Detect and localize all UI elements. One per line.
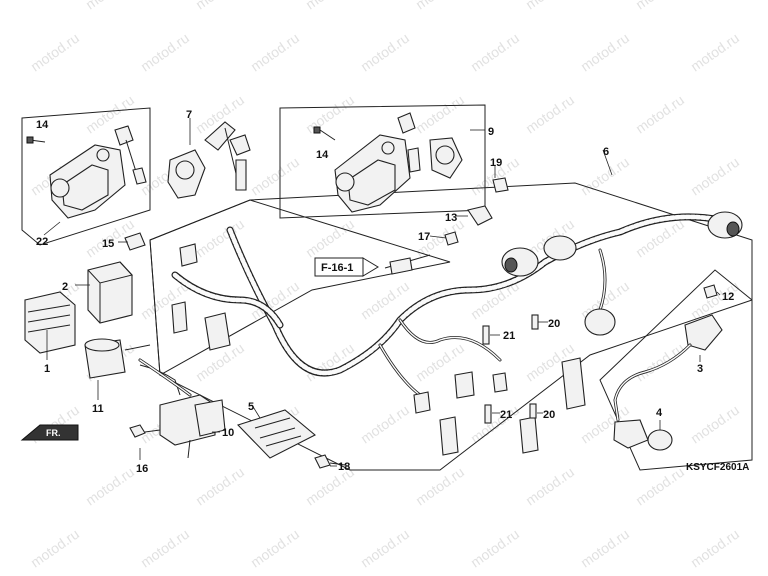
ignition-switch-assembly-22: [26, 125, 147, 219]
fuse-box-5: [236, 409, 316, 459]
watermark-text: motod.ru: [578, 30, 632, 75]
group-frame-22: [21, 107, 151, 246]
watermark-text: motod.ru: [83, 0, 137, 12]
watermark-text: motod.ru: [523, 464, 577, 509]
watermark-text: motod.ru: [358, 30, 412, 75]
watermark-text: motod.ru: [193, 464, 247, 509]
cross-reference-label: F-16-1: [321, 262, 353, 274]
callout-3: 3: [697, 363, 703, 375]
terminal-pins: [482, 314, 539, 424]
watermark-text: motod.ru: [578, 526, 632, 571]
callout-20-upper: 20: [548, 318, 560, 330]
callout-14-right: 14: [316, 149, 329, 161]
watermark-text: motod.ru: [303, 92, 357, 137]
watermark-text: motod.ru: [688, 526, 742, 571]
clip-13: [467, 205, 493, 226]
callout-1: 1: [44, 363, 50, 375]
callout-labels: 1 2 4 5 6 7 9 10 11 12 13 14 14 15 16 17…: [36, 109, 734, 475]
watermark-text: motod.ru: [248, 154, 302, 199]
watermark-text: motod.ru: [413, 0, 467, 12]
watermark-text: motod.ru: [468, 402, 522, 447]
watermark-text: motod.ru: [468, 526, 522, 571]
callout-18: 18: [338, 461, 350, 473]
callout-21-lower: 21: [500, 409, 512, 421]
callout-17: 17: [418, 231, 430, 243]
bolt-12: [703, 284, 718, 299]
callout-4: 4: [656, 407, 663, 419]
front-direction-indicator: FR.: [20, 424, 79, 441]
plug-cap-4: [613, 419, 673, 451]
callout-21-upper: 21: [503, 330, 515, 342]
callout-5: 5: [248, 401, 254, 413]
watermark-text: motod.ru: [138, 526, 192, 571]
watermark-text: motod.ru: [578, 154, 632, 199]
key-set-7: [167, 121, 251, 199]
clip-15: [124, 232, 146, 251]
watermark-text: motod.ru: [688, 402, 742, 447]
regulator-1: [24, 291, 76, 354]
callout-20-lower: 20: [543, 409, 555, 421]
watermark-text: motod.ru: [633, 92, 687, 137]
watermark-text: motod.ru: [688, 30, 742, 75]
bolt-16: [129, 424, 161, 438]
bolt-18: [314, 454, 346, 469]
watermark-text: motod.ru: [633, 0, 687, 12]
watermark-text: motod.ru: [688, 154, 742, 199]
bolt-17: [444, 231, 459, 246]
callout-22: 22: [36, 236, 48, 248]
starter-relay-10: [139, 364, 226, 459]
callout-2: 2: [62, 281, 68, 293]
leader-lines: [43, 118, 721, 467]
ignition-coil-3: [613, 314, 723, 422]
wire-harness-6: [138, 213, 724, 397]
ignition-switch-assembly-9: [313, 112, 463, 213]
watermark-text: motod.ru: [303, 0, 357, 12]
watermark-text: motod.ru: [413, 92, 467, 137]
watermark-text: motod.ru: [523, 92, 577, 137]
watermark-text: motod.ru: [358, 402, 412, 447]
group-frame-3: [599, 269, 753, 471]
watermark-text: motod.ru: [28, 30, 82, 75]
callout-14-left: 14: [36, 119, 49, 131]
watermark-text: motod.ru: [28, 526, 82, 571]
callout-6: 6: [603, 146, 609, 158]
watermark-text: motod.ru: [358, 526, 412, 571]
watermark-text: motod.ru: [193, 0, 247, 12]
callout-11: 11: [92, 403, 104, 415]
callout-16: 16: [136, 463, 148, 475]
callout-10: 10: [222, 427, 234, 439]
watermark-text: motod.ru: [248, 30, 302, 75]
cross-reference-marker: F-16-1: [314, 254, 431, 277]
front-indicator-label: FR.: [46, 428, 61, 438]
harness-connectors: [171, 211, 743, 456]
watermark-text: motod.ru: [468, 30, 522, 75]
callout-9: 9: [488, 126, 494, 138]
relay-11: [84, 338, 151, 379]
watermark-text: motod.ru: [633, 340, 687, 385]
relay-unit-2: [87, 261, 133, 324]
bolt-19: [492, 177, 509, 193]
watermark-text: motod.ru: [248, 526, 302, 571]
callout-12: 12: [722, 291, 734, 303]
watermark-text: motod.ru: [303, 216, 357, 261]
callout-19: 19: [490, 157, 502, 169]
callout-7: 7: [186, 109, 192, 121]
watermark-text: motod.ru: [523, 0, 577, 12]
callout-15: 15: [102, 238, 114, 250]
callout-13: 13: [445, 212, 457, 224]
watermark-text: motod.ru: [138, 30, 192, 75]
diagram-reference-code: KSYCF2601A: [686, 462, 749, 473]
watermark-text: motod.ru: [83, 464, 137, 509]
